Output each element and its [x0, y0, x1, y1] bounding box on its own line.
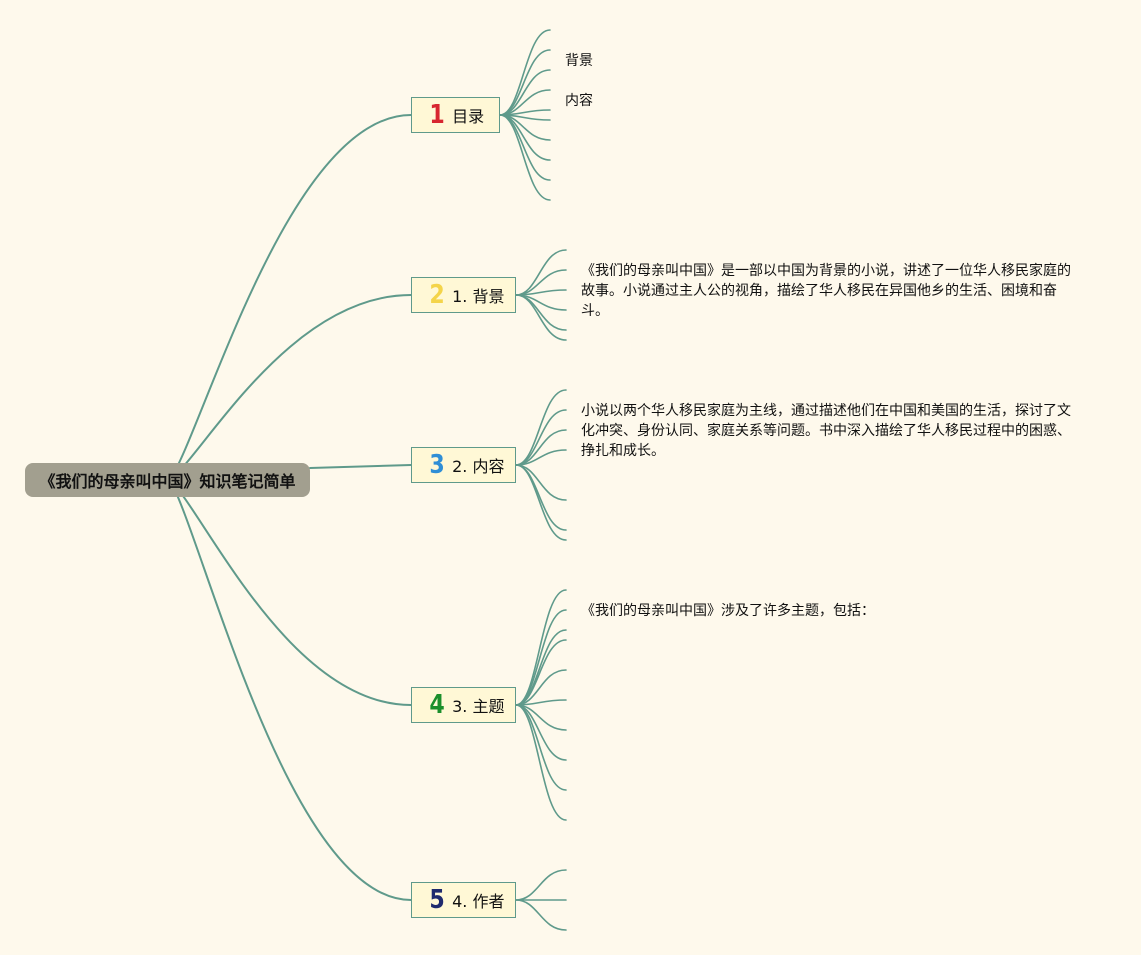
background-fan-connector — [515, 269, 567, 296]
root-node[interactable]: 《我们的母亲叫中国》知识笔记简单 — [25, 463, 310, 497]
theme-fan-connector — [515, 589, 567, 706]
toc-fan-connector — [499, 49, 551, 116]
number-3-icon: 3 — [429, 450, 445, 480]
main-connector — [169, 294, 412, 481]
content-fan-connector — [515, 389, 567, 466]
number-5-icon: 5 — [429, 885, 445, 915]
author-fan-connector — [515, 899, 567, 931]
content-fan-connector — [515, 449, 567, 466]
theme-fan-connector — [515, 639, 567, 706]
branch-node-theme[interactable]: 4 3. 主题 — [411, 687, 516, 723]
branch-label-toc: 目录 — [452, 107, 485, 126]
number-2-icon: 2 — [429, 280, 445, 310]
branch-label-content: 2. 内容 — [452, 457, 505, 476]
background-text: 《我们的母亲叫中国》是一部以中国为背景的小说，讲述了一位华人移民家庭的故事。小说… — [581, 263, 1071, 319]
main-connector — [169, 479, 412, 706]
branch-node-content[interactable]: 3 2. 内容 — [411, 447, 516, 483]
content-fan-connector — [515, 464, 567, 501]
toc-fan-connector — [499, 69, 551, 116]
branch-node-author[interactable]: 5 4. 作者 — [411, 882, 516, 918]
main-connector — [169, 114, 412, 481]
branch-label-author: 4. 作者 — [452, 892, 505, 911]
background-fan-connector — [515, 294, 567, 341]
background-fan-connector — [515, 294, 567, 331]
content-fan-connector — [515, 464, 567, 541]
content-text: 小说以两个华人移民家庭为主线，通过描述他们在中国和美国的生活，探讨了文化冲突、身… — [581, 403, 1071, 459]
main-connector — [309, 464, 412, 469]
content-fan-connector — [515, 464, 567, 531]
toc-fan-connector — [499, 114, 551, 161]
toc-fan-connector — [499, 114, 551, 181]
branch-label-background: 1. 背景 — [452, 287, 505, 306]
toc-item-content[interactable]: 内容 — [565, 93, 593, 109]
number-1-icon: 1 — [429, 100, 445, 130]
main-connector — [169, 479, 412, 901]
root-label: 《我们的母亲叫中国》知识笔记简单 — [39, 472, 296, 491]
theme-text: 《我们的母亲叫中国》涉及了许多主题，包括： — [581, 603, 875, 619]
author-fan-connector — [515, 869, 567, 901]
number-4-icon: 4 — [429, 690, 445, 720]
branch-node-toc[interactable]: 1 目录 — [411, 97, 500, 133]
toc-fan-connector — [499, 114, 551, 201]
background-fan-connector — [515, 249, 567, 296]
branch-label-theme: 3. 主题 — [452, 697, 505, 716]
branch-node-background[interactable]: 2 1. 背景 — [411, 277, 516, 313]
toc-item-background[interactable]: 背景 — [565, 53, 593, 69]
theme-fan-connector — [515, 609, 567, 706]
theme-fan-connector — [515, 704, 567, 821]
